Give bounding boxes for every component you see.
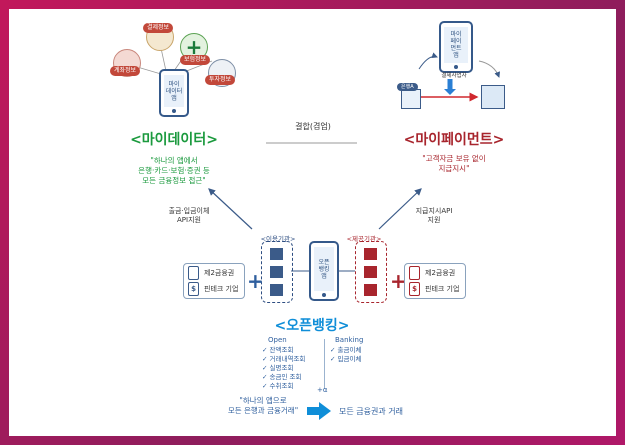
mobile-icon: [188, 266, 199, 280]
arrow-to-mydata: [208, 188, 253, 230]
mydata-app-label: 마이 데이터 앱: [164, 75, 184, 107]
open-item: ✓ 잔액조회: [262, 346, 294, 354]
destination-bank-icon: [481, 85, 505, 109]
openbanking-app-phone: 오픈 뱅킹 앱: [309, 241, 339, 301]
mypayment-quote: "고객자금 보유 없이 지급지시": [422, 154, 486, 173]
diagram-canvas: 계좌정보 결제정보 + 보험정보 투자정보 마이 데이터 앱 <마이데이터> "…: [9, 9, 616, 436]
right-member-row: 제2금융권: [409, 266, 455, 280]
mydata-quote: "하나의 앱에서 은행·카드·보험·증권 등 모든 금융정보 접근": [138, 156, 210, 185]
mydata-title: <마이데이터>: [130, 132, 218, 148]
category-account: 계좌정보: [110, 66, 141, 76]
category-investment: 투자정보: [205, 75, 236, 85]
open-item: ✓ 거래내역조회: [262, 355, 306, 363]
right-member-row: $ 핀테크 기업: [409, 282, 459, 296]
open-item: ✓ 수취조회: [262, 382, 294, 390]
bank-icon: [364, 248, 377, 260]
mypayment-title: <마이페이먼트>: [403, 132, 505, 148]
combined-label: 결합(겸업): [295, 122, 331, 131]
mydata-api-note: 출금·입금이체 API지원: [168, 207, 210, 224]
left-member-row: $ 핀테크 기업: [188, 282, 238, 296]
dollar-icon: $: [409, 282, 420, 296]
phone-home-button: [172, 109, 176, 113]
openbanking-app-label: 오픈 뱅킹 앱: [314, 247, 334, 291]
arrow-to-mypayment: [378, 188, 422, 230]
bank-a-icon: [401, 89, 421, 109]
left-member-card: 제2금융권 $ 핀테크 기업: [183, 263, 245, 299]
mydata-app-phone: 마이 데이터 앱: [159, 69, 189, 117]
open-banking-divider: [324, 339, 325, 389]
user-org-box: [261, 241, 293, 303]
right-member-card: 제2금융권 $ 핀테크 기업: [404, 263, 466, 299]
bank-icon: [364, 284, 377, 296]
dollar-icon: $: [188, 282, 199, 296]
openbanking-quote: "하나의 앱으로 모든 은행과 금융거래": [227, 396, 299, 415]
left-member-label: 제2금융권: [204, 269, 235, 277]
mypayment-app-phone: 마이 페이 먼트 앱: [439, 21, 473, 73]
open-heading: Open: [268, 336, 287, 344]
banking-item: ✓ 입금이체: [330, 355, 362, 363]
plus-right-icon: +: [390, 269, 407, 293]
mypayment-app-label: 마이 페이 먼트 앱: [444, 27, 468, 63]
mypayment-api-note: 지급지시API 지원: [415, 207, 453, 224]
bank-icon: [270, 284, 283, 296]
openbanking-result: 모든 금융권과 거래: [339, 407, 403, 416]
category-payment: 결제정보: [143, 23, 174, 33]
openbanking-title: <오픈뱅킹>: [274, 318, 350, 334]
result-arrow: [307, 402, 331, 420]
open-item: ✓ 송금인 조회: [262, 373, 302, 381]
bank-icon: [364, 266, 377, 278]
banking-item: ✓ 출금이체: [330, 346, 362, 354]
banking-items-list: ✓ 출금이체 ✓ 입금이체: [330, 346, 380, 364]
bank-icon: [270, 248, 283, 260]
provider-org-label: <제공기관>: [346, 235, 382, 243]
bank-a-label: 은행A: [397, 83, 418, 91]
phone-home-button: [322, 293, 326, 297]
open-items-list: ✓ 잔액조회 ✓ 거래내역조회 ✓ 실명조회 ✓ 송금인 조회 ✓ 수취조회: [262, 346, 322, 391]
plus-left-icon: +: [247, 269, 264, 293]
banking-heading: Banking: [335, 336, 364, 344]
plus-alpha: +α: [317, 386, 328, 394]
category-insurance: 보험정보: [180, 55, 211, 65]
payment-operator-label: 결제사업자: [441, 73, 467, 79]
mobile-icon: [409, 266, 420, 280]
left-member-label: 핀테크 기업: [204, 285, 239, 293]
right-member-label: 핀테크 기업: [425, 285, 460, 293]
left-member-row: 제2금융권: [188, 266, 234, 280]
open-item: ✓ 실명조회: [262, 364, 294, 372]
bank-icon: [270, 266, 283, 278]
right-member-label: 제2금융권: [425, 269, 456, 277]
user-org-label: <이용기관>: [260, 235, 296, 243]
provider-org-box: [355, 241, 387, 303]
phone-home-button: [454, 65, 458, 69]
